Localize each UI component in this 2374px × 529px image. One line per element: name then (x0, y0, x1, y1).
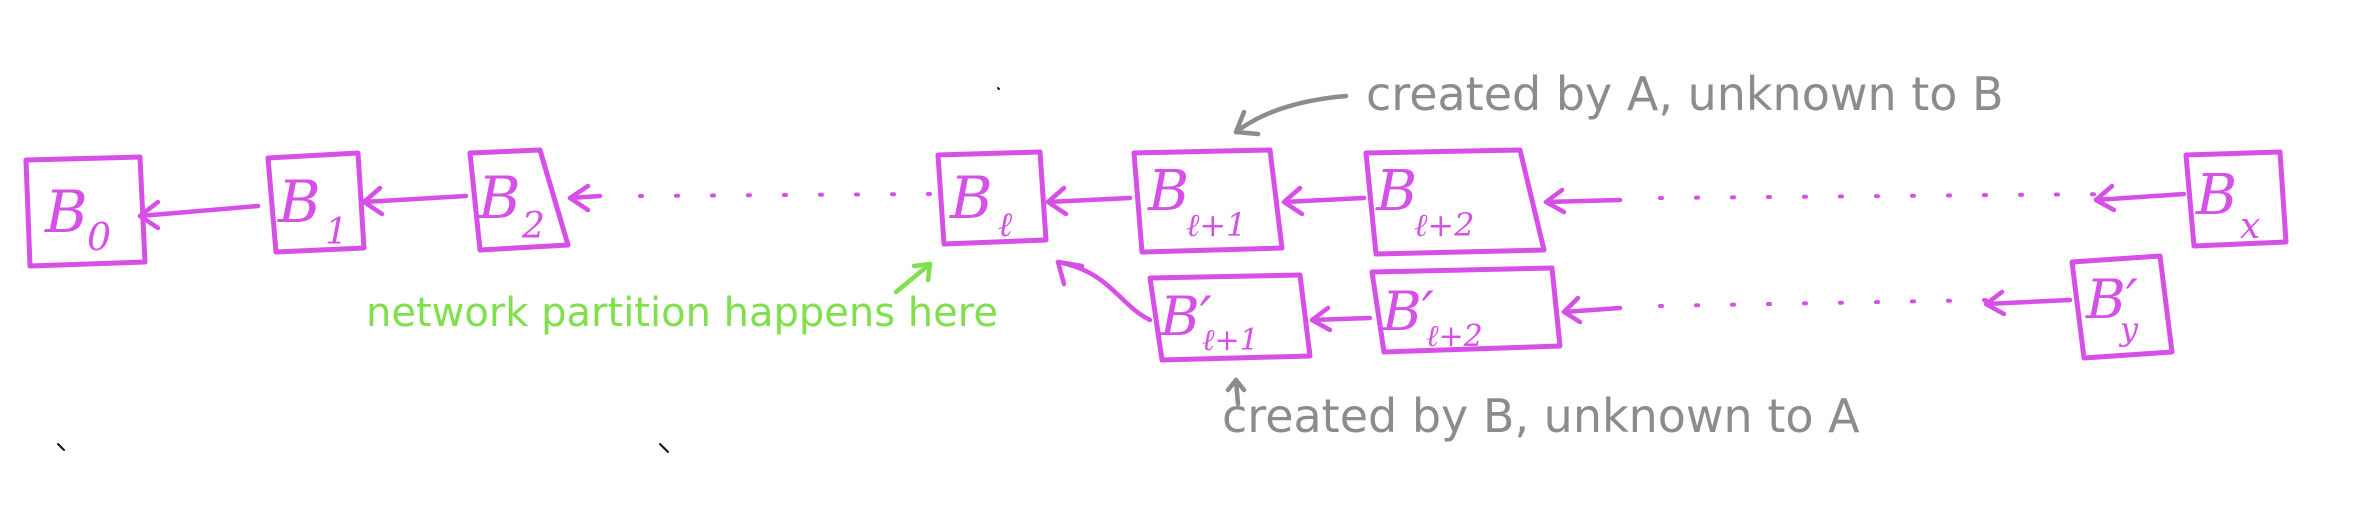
main-block-bx: B x (2183, 149, 2289, 249)
fork-block-by: B′ y (2069, 253, 2175, 361)
arrow-dots-to-b2 (567, 183, 603, 213)
arrow-bl2-to-bl1 (1281, 185, 1367, 217)
main-block-b1-sub: 1 (325, 212, 348, 253)
partition-note-arrow (893, 261, 933, 295)
fork-block-by-base: B′ (2085, 268, 2138, 331)
main-block-bx-sub: x (2240, 206, 2260, 247)
arrow-fork-bl2-to-bl1 (1309, 305, 1373, 333)
partition-note-text: network partition happens here (366, 290, 998, 336)
main-block-b2: B 2 (467, 147, 571, 253)
main-block-b2-base: B (477, 164, 521, 232)
arrow-dots-to-bl2 (1543, 187, 1623, 215)
main-block-b1: B 1 (265, 150, 367, 255)
main-block-bl-base: B (949, 164, 993, 232)
main-block-bl2-base: B (1375, 159, 1417, 224)
annotation-bottom-text: created by B, unknown to A (1222, 389, 1860, 443)
stray-mark (659, 443, 669, 453)
arrow-b2-to-b1 (361, 185, 469, 217)
main-block-bl2: B ℓ+2 (1363, 147, 1547, 257)
main-block-bl-sub: ℓ (998, 205, 1012, 245)
stray-mark (57, 443, 65, 451)
main-block-bl1: B ℓ+1 (1131, 147, 1285, 255)
main-block-bl: B ℓ (935, 149, 1049, 247)
dots-b2-to-bl (638, 192, 932, 198)
arrow-fork-bl1-to-bl (1055, 259, 1153, 323)
main-block-bl1-base: B (1147, 159, 1189, 224)
main-block-bl2-sub: ℓ+2 (1414, 206, 1475, 244)
annotation-top-arrow (1233, 93, 1349, 135)
main-block-b0-sub: 0 (87, 215, 111, 259)
fork-block-bl2-base: B′ (1381, 280, 1434, 343)
fork-block-bl1: B′ ℓ+1 (1147, 272, 1313, 363)
arrow-bx-to-dots (2093, 183, 2187, 213)
arrow-b1-to-b0 (137, 199, 261, 231)
arrow-fork-by-to-dots (1983, 289, 2073, 317)
fork-block-bl2: B′ ℓ+2 (1369, 265, 1563, 355)
annotation-top-text: created by A, unknown to B (1366, 67, 2004, 121)
partition-note: network partition happens here (366, 261, 998, 336)
main-block-b2-sub: 2 (521, 206, 545, 247)
dots-fork-bl2-to-by (1658, 298, 1992, 308)
main-block-b0-base: B (44, 178, 88, 246)
fork-block-bl1-base: B′ (1159, 285, 1212, 348)
fork-block-bl2-sub: ℓ+2 (1426, 319, 1483, 354)
dots-bl2-to-bx (1658, 192, 2122, 200)
main-block-bl1-sub: ℓ+1 (1186, 206, 1247, 244)
annotation-bottom: created by B, unknown to A (1222, 377, 1860, 443)
main-block-b1-base: B (277, 168, 321, 236)
arrow-bl1-to-bl (1045, 185, 1133, 217)
arrow-fork-dots-to-bl2 (1561, 295, 1623, 325)
fork-block-by-sub: y (2118, 310, 2139, 348)
fork-block-bl1-sub: ℓ+1 (1202, 323, 1259, 358)
stray-mark (997, 87, 1000, 90)
main-block-bx-base: B (2195, 163, 2237, 228)
main-block-b0: B 0 (23, 154, 148, 269)
annotation-top: created by A, unknown to B (1233, 67, 2004, 137)
